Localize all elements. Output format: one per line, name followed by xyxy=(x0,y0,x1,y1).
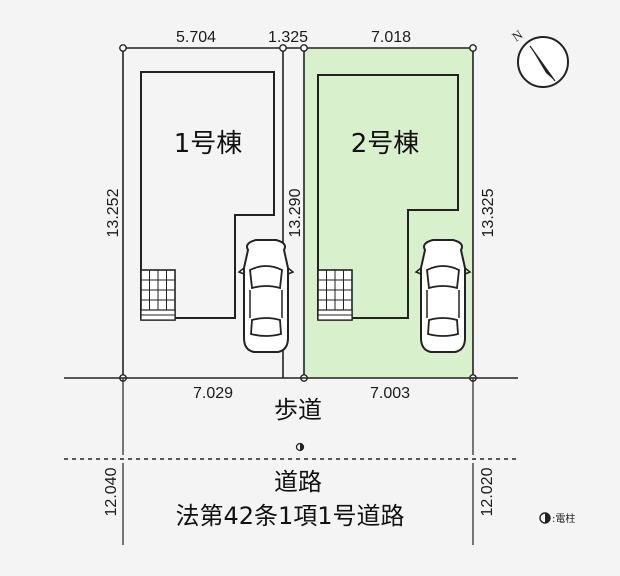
north-arrow-icon: N xyxy=(509,26,569,88)
utility-pole-icon xyxy=(539,512,551,524)
dim-top-gap: 1.325 xyxy=(268,29,308,46)
dim-bottom-left: 7.029 xyxy=(193,385,233,402)
dim-bottom-right: 7.003 xyxy=(370,385,410,402)
dim-middle-side: 13.290 xyxy=(287,188,304,237)
dim-right-side: 13.325 xyxy=(480,188,497,237)
dim-top-right: 7.018 xyxy=(371,29,411,46)
lot-1-label: 1号棟 xyxy=(174,129,243,159)
road-type-label: 法第42条1項1号道路 xyxy=(175,502,404,530)
road-label: 道路 xyxy=(274,468,322,496)
dim-top-left: 5.704 xyxy=(176,29,216,46)
road-lines xyxy=(64,377,518,545)
legend: :電柱 xyxy=(539,512,575,525)
legend-label: :電柱 xyxy=(552,512,575,525)
entrance-steps-icon xyxy=(317,269,353,321)
lot-2-label: 2号棟 xyxy=(351,129,420,159)
car-icon xyxy=(238,239,294,353)
utility-pole-icon xyxy=(295,442,305,452)
dim-left-side: 13.252 xyxy=(105,188,122,237)
car-icon xyxy=(415,239,471,353)
dim-road-left: 12.040 xyxy=(103,467,120,516)
sidewalk-label: 歩道 xyxy=(274,396,322,424)
entrance-steps-icon xyxy=(140,269,176,321)
dim-road-right: 12.020 xyxy=(479,467,496,516)
svg-text:N: N xyxy=(509,26,526,44)
